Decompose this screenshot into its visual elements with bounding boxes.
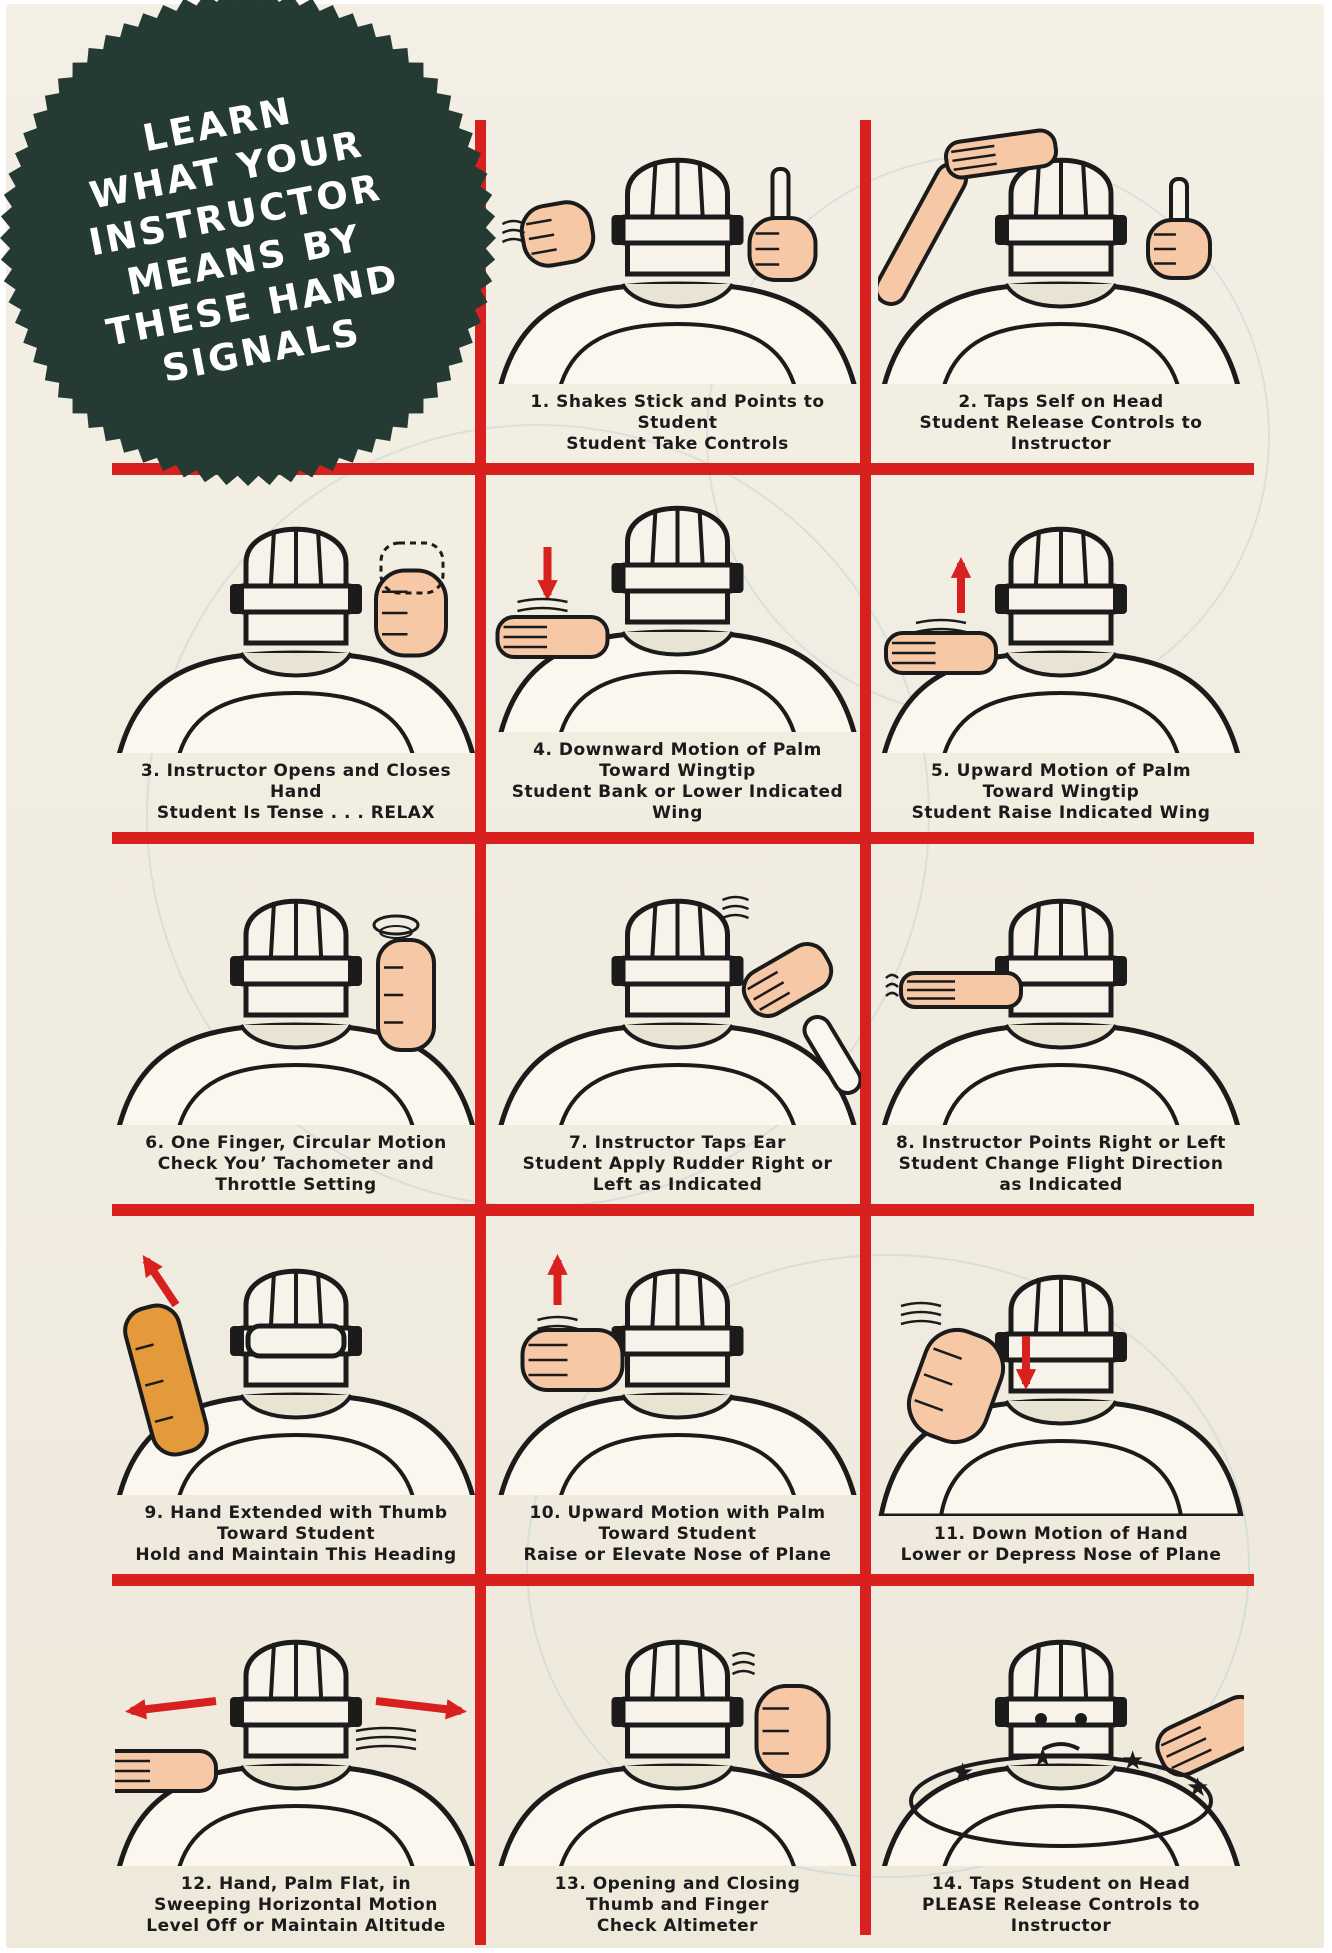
caption-line: 2. Taps Self on Head: [958, 392, 1164, 412]
palm-up-motion-icon: [498, 1254, 857, 1495]
caption-line: as Indicated: [999, 1175, 1123, 1195]
palm-flat-sweep-icon: [115, 1639, 475, 1866]
caption-line: Student Release Controls to: [919, 413, 1203, 433]
caption-line: Instructor: [1010, 1916, 1112, 1936]
palm-down-arrow-icon: [495, 505, 857, 732]
caption-line: Check You’ Tachometer and: [157, 1154, 435, 1174]
caption-line: 13. Opening and Closing: [554, 1874, 801, 1894]
caption-line: Student Raise Indicated Wing: [911, 803, 1211, 823]
caption-line: 6. One Finger, Circular Motion: [145, 1133, 447, 1153]
caption-line: Student: [637, 413, 718, 433]
caption-line: Check Altimeter: [596, 1916, 759, 1936]
svg-text:★: ★: [1121, 1746, 1144, 1776]
caption-line: 1. Shakes Stick and Points to: [530, 392, 825, 412]
caption-line: 3. Instructor Opens and Closes: [140, 761, 452, 781]
caption-line: Student Apply Rudder Right or: [522, 1154, 833, 1174]
caption-line: Hand: [270, 782, 322, 802]
caption-line: Level Off or Maintain Altitude: [146, 1916, 446, 1936]
caption-line: Lower or Depress Nose of Plane: [900, 1545, 1222, 1565]
caption-line: 10. Upward Motion with Palm: [529, 1503, 826, 1523]
caption-line: Thumb and Finger: [586, 1895, 769, 1915]
caption-line: Toward Student: [598, 1524, 757, 1544]
caption-line: Left as Indicated: [592, 1175, 763, 1195]
caption-line: 11. Down Motion of Hand: [933, 1524, 1189, 1544]
caption-line: Student Bank or Lower Indicated: [511, 782, 844, 802]
caption-line: 9. Hand Extended with Thumb: [144, 1503, 448, 1523]
svg-text:★: ★: [1186, 1773, 1209, 1803]
caption-line: Sweeping Horizontal Motion: [154, 1895, 438, 1915]
caption-line: Student Is Tense . . . RELAX: [156, 803, 436, 823]
caption-line: Toward Wingtip: [599, 761, 756, 781]
caption-line: 8. Instructor Points Right or Left: [896, 1133, 1226, 1153]
hand-down-motion-icon: [878, 1274, 1244, 1516]
open-close-hand-icon: [117, 526, 475, 753]
grid-horizontal-line: [112, 463, 1254, 475]
caption-line: PLEASE Release Controls to: [922, 1895, 1200, 1915]
grid-horizontal-line: [112, 1574, 1254, 1586]
point-direction-icon: [882, 898, 1240, 1125]
grid-vertical-line: [475, 120, 486, 1945]
svg-text:★: ★: [951, 1758, 974, 1788]
finger-circle-icon: [117, 898, 475, 1125]
thumb-toward-student-icon: [117, 1255, 475, 1495]
tap-student-head-icon: ★ ★ ★ ★: [882, 1639, 1244, 1866]
caption-line: Toward Wingtip: [982, 782, 1140, 802]
caption-line: Student Take Controls: [566, 434, 789, 454]
caption-line: 5. Upward Motion of Palm: [930, 761, 1192, 781]
caption-line: Hold and Maintain This Heading: [135, 1545, 457, 1565]
caption-line: 7. Instructor Taps Ear: [568, 1133, 787, 1153]
caption-line: 14. Taps Student on Head: [931, 1874, 1191, 1894]
show-through-circle: [526, 1254, 1250, 1878]
badge-seal-icon: [0, 0, 496, 486]
tap-head-icon: [878, 128, 1240, 384]
caption-line: Wing: [652, 803, 703, 823]
grid-horizontal-line: [112, 832, 1254, 844]
caption-line: Student Change Flight Direction: [898, 1154, 1224, 1174]
caption-line: Toward Student: [216, 1524, 376, 1544]
stick-shake-point-icon: [498, 157, 857, 384]
caption-line: 12. Hand, Palm Flat, in: [180, 1874, 412, 1894]
caption-line: Raise or Elevate Nose of Plane: [523, 1545, 832, 1565]
caption-line: 4. Downward Motion of Palm: [533, 740, 822, 760]
grid-vertical-line: [860, 120, 871, 1935]
palm-up-arrow-icon: [882, 526, 1240, 753]
tap-ear-icon: [498, 895, 861, 1125]
caption-line: Throttle Setting: [215, 1175, 377, 1195]
caption-line: Instructor: [1010, 434, 1112, 454]
grid-horizontal-line: [112, 1204, 1254, 1216]
svg-text:★: ★: [1031, 1743, 1054, 1773]
thumb-finger-snap-icon: [498, 1639, 857, 1866]
